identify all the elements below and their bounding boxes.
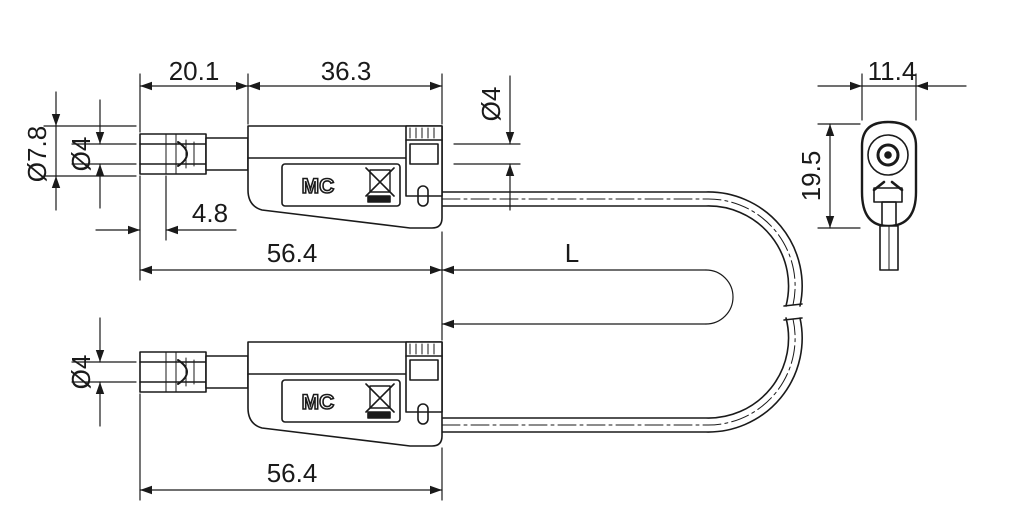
mc-logo-bottom: MC [302,391,335,414]
dim-side-height: 19.5 [796,151,826,202]
dimension-lines [43,73,967,501]
dim-top-socket-diameter: Ø4 [476,87,506,122]
top-connector [139,125,443,229]
side-view [860,120,918,271]
dim-side-width: 11.4 [868,56,917,86]
dim-top-overall-length: 56.4 [267,238,318,268]
weee-bin-icon [365,167,395,203]
weee-bin-icon [365,383,395,419]
dim-top-body-length: 36.3 [321,56,372,86]
dim-cable-length: L [565,238,579,268]
cable [441,191,803,433]
dim-top-pin-diameter: Ø4 [66,137,96,172]
dim-top-pin-offset: 4.8 [192,198,228,228]
mc-logo-top: MC [302,175,335,198]
dim-bottom-pin-diameter: Ø4 [66,355,96,390]
dim-bottom-overall-length: 56.4 [267,458,318,488]
dim-top-outer-diameter: Ø7.8 [22,126,52,182]
dim-top-connector-length: 20.1 [169,56,220,86]
bottom-connector [139,341,443,447]
